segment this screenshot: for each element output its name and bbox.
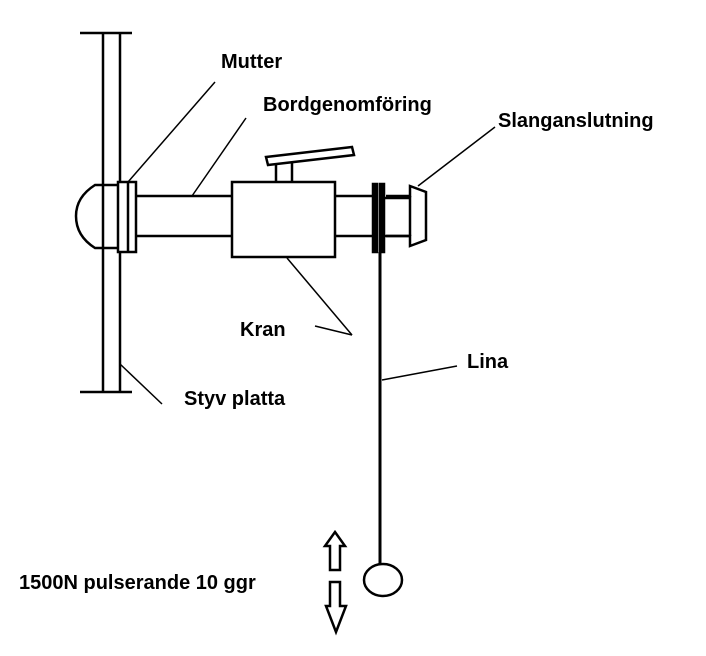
- label-mutter: Mutter: [221, 51, 283, 73]
- label-bordgenomforing: Bordgenomföring: [263, 94, 432, 116]
- up-arrow-icon: [322, 529, 348, 572]
- hose-connector: [371, 182, 428, 254]
- label-kran: Kran: [240, 319, 286, 341]
- label-styv-platta: Styv platta: [184, 388, 286, 410]
- pass-through-pipe: [136, 194, 375, 238]
- down-arrow-icon: [324, 580, 348, 636]
- weight: [362, 562, 404, 598]
- leader-lines: [119, 81, 496, 405]
- nut: [74, 180, 138, 254]
- label-slanganslutning: Slanganslutning: [498, 110, 654, 132]
- label-lina: Lina: [467, 351, 509, 373]
- valve: [230, 145, 356, 259]
- label-force: 1500N pulserande 10 ggr: [19, 572, 256, 594]
